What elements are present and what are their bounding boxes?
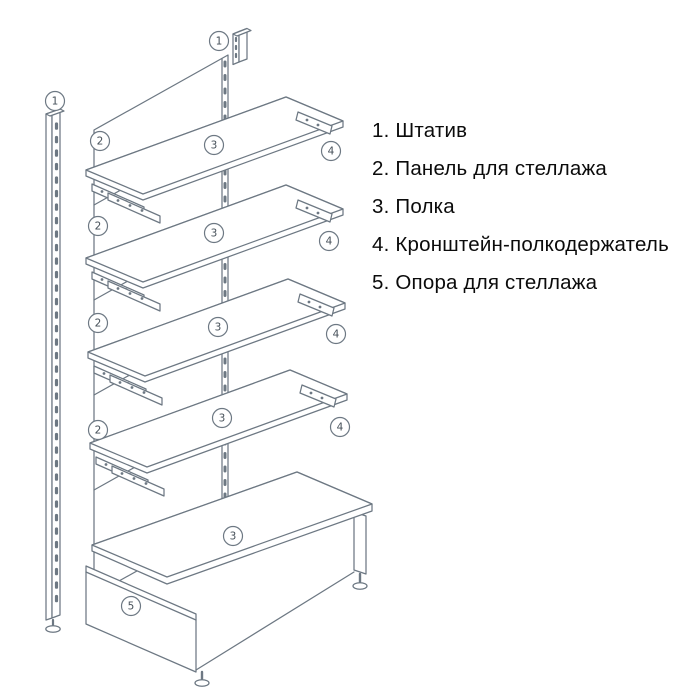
callout-part-3: 3 [203, 222, 225, 244]
cap-top [232, 27, 252, 37]
post-foot [45, 625, 61, 633]
callout-label: 2 [95, 221, 102, 233]
callout-label: 3 [211, 228, 218, 240]
callout-label: 3 [215, 322, 222, 334]
adjustable-foot-front [194, 679, 210, 687]
callout-label: 3 [230, 531, 237, 543]
callout-label: 1 [52, 96, 59, 108]
legend-item-1: 1. Штатив [372, 119, 468, 142]
callout-part-4: 4 [325, 323, 347, 345]
callouts: 1 1 2 2 2 2 3 3 3 [44, 30, 351, 617]
callout-label: 2 [95, 425, 102, 437]
callout-part-4: 4 [318, 230, 340, 252]
callout-part-3: 3 [207, 316, 229, 338]
callout-label: 4 [326, 236, 333, 248]
tripod-top-cap [232, 27, 252, 66]
base-support [85, 511, 368, 687]
callout-part-4: 4 [320, 140, 342, 162]
callout-label: 2 [95, 318, 102, 330]
callout-label: 2 [97, 136, 104, 148]
callout-label: 5 [128, 601, 135, 613]
callout-part-4: 4 [329, 416, 351, 438]
callout-part-3: 3 [211, 407, 233, 429]
plinth-panel [85, 565, 197, 673]
rear-leg [353, 511, 367, 575]
legend-item-4: 4. Кронштейн-полкодержатель [372, 233, 669, 256]
legend-item-5: 5. Опора для стеллажа [372, 271, 598, 294]
callout-part-2: 2 [89, 130, 111, 152]
adjustable-foot-rear [352, 582, 368, 590]
parts-legend: 1. Штатив 2. Панель для стеллажа 3. Полк… [372, 112, 692, 302]
callout-label: 3 [211, 140, 218, 152]
tripod-post [45, 108, 65, 633]
callout-part-1: 1 [44, 90, 66, 112]
callout-label: 4 [337, 422, 344, 434]
legend-item-2: 2. Панель для стеллажа [372, 157, 607, 180]
callout-part-2: 2 [87, 312, 109, 334]
callout-part-5: 5 [120, 595, 142, 617]
callout-part-3: 3 [222, 525, 244, 547]
callout-label: 4 [333, 329, 340, 341]
callout-label: 1 [216, 36, 223, 48]
bottom-shelf-surface [91, 471, 373, 578]
callout-label: 3 [219, 413, 226, 425]
callout-part-2: 2 [87, 215, 109, 237]
callout-label: 4 [328, 146, 335, 158]
base-rail [195, 571, 355, 671]
callout-part-2: 2 [87, 419, 109, 441]
callout-part-3: 3 [203, 134, 225, 156]
post-face-left [45, 111, 53, 621]
plinth-lip [85, 571, 197, 621]
callout-part-1: 1 [208, 30, 230, 52]
legend-item-3: 3. Полка [372, 195, 455, 218]
